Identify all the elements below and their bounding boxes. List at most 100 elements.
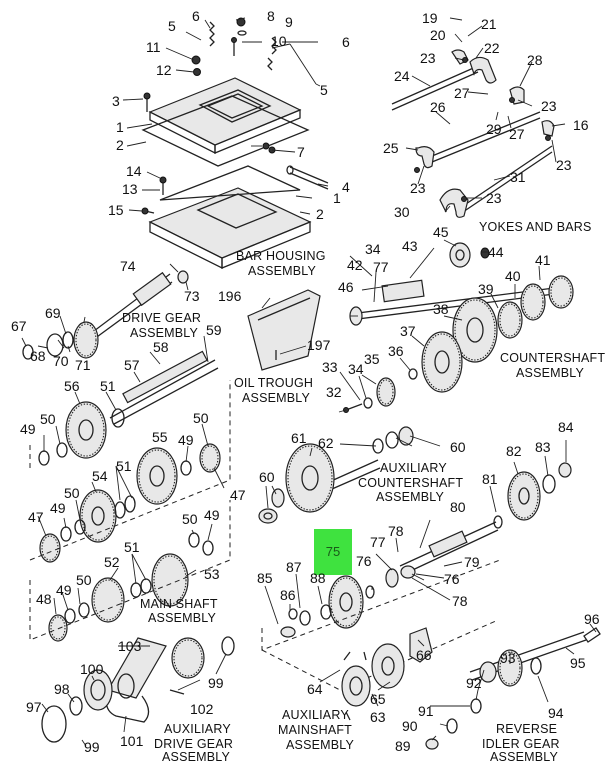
callout-64: 64: [307, 681, 323, 697]
label-aux-drive-gear-2: DRIVE GEAR: [154, 737, 233, 751]
callout-2: 2: [116, 137, 124, 153]
label-yokes-and-bars: YOKES AND BARS: [479, 220, 592, 234]
callout-101: 101: [120, 733, 144, 749]
callout-89: 89: [395, 738, 411, 754]
callout-29: 29: [486, 121, 502, 137]
callout-46: 46: [338, 279, 354, 295]
callout-3: 3: [112, 93, 120, 109]
callout-99: 99: [208, 675, 224, 691]
callout-1: 1: [333, 190, 341, 206]
label-bar-housing-1: BAR HOUSING: [236, 249, 326, 263]
callout-81: 81: [482, 471, 498, 487]
callout-60: 60: [259, 469, 275, 485]
callout-28: 28: [527, 52, 543, 68]
callout-1: 1: [116, 119, 124, 135]
label-aux-drive-gear-1: AUXILIARY: [164, 722, 231, 736]
reverse-idler-gear-assembly: [425, 627, 601, 750]
callout-23: 23: [556, 157, 572, 173]
callout-83: 83: [535, 439, 551, 455]
callout-73: 73: [184, 288, 200, 304]
callout-14: 14: [126, 163, 142, 179]
callout-37: 37: [400, 323, 416, 339]
callout-49: 49: [56, 582, 72, 598]
callout-5: 5: [168, 18, 176, 34]
callout-26: 26: [430, 99, 446, 115]
callout-23: 23: [410, 180, 426, 196]
callout-70: 70: [53, 353, 69, 369]
callout-27: 27: [454, 85, 470, 101]
callout-76: 76: [444, 571, 460, 587]
callout-13: 13: [122, 181, 138, 197]
callout-91: 91: [418, 703, 434, 719]
countershaft-assembly: [343, 242, 574, 413]
callout-99: 99: [84, 739, 100, 755]
callout-6: 6: [192, 8, 200, 24]
callout-49: 49: [50, 500, 66, 516]
callout-97: 97: [26, 699, 42, 715]
callout-21: 21: [481, 16, 497, 32]
cover-plate-upper: [148, 77, 302, 146]
callout-94: 94: [548, 705, 564, 721]
gasket-upper: [141, 95, 310, 167]
callout-86: 86: [280, 587, 296, 603]
label-reverse-idler-3: ASSEMBLY: [490, 750, 559, 761]
callout-79: 79: [464, 554, 480, 570]
callout-10: 10: [271, 33, 287, 49]
callout-34: 34: [348, 361, 364, 377]
label-countershaft-1: COUNTERSHAFT: [500, 351, 605, 365]
highlight-box-part-75[interactable]: [314, 529, 352, 575]
callout-42: 42: [347, 257, 363, 273]
callout-96: 96: [584, 611, 600, 627]
label-main-shaft-1: MAIN SHAFT: [140, 597, 218, 611]
callout-55: 55: [152, 429, 168, 445]
callout-34: 34: [365, 241, 381, 257]
callout-41: 41: [535, 252, 551, 268]
auxiliary-output-shaft: [399, 462, 572, 575]
callout-56: 56: [64, 378, 80, 394]
callout-38: 38: [433, 301, 449, 317]
callout-48: 48: [36, 591, 52, 607]
callout-12: 12: [156, 62, 172, 78]
auxiliary-countershaft-assembly: [258, 426, 414, 524]
callout-58: 58: [153, 339, 169, 355]
callout-35: 35: [364, 351, 380, 367]
callout-45: 45: [433, 224, 449, 240]
callout-67: 67: [11, 318, 27, 334]
callout-51: 51: [124, 539, 140, 555]
label-aux-drive-gear-3: ASSEMBLY: [162, 750, 231, 761]
callout-98: 98: [54, 681, 70, 697]
callout-4: 4: [342, 179, 350, 195]
callout-50: 50: [182, 511, 198, 527]
callout-32: 32: [326, 384, 342, 400]
callout-74: 74: [120, 258, 136, 274]
callout-19: 19: [422, 10, 438, 26]
callout-71: 71: [75, 357, 91, 373]
callout-49: 49: [178, 432, 194, 448]
callout-5: 5: [320, 82, 328, 98]
callout-50: 50: [64, 485, 80, 501]
callout-92: 92: [466, 675, 482, 691]
callout-50: 50: [193, 410, 209, 426]
callout-103: 103: [118, 638, 142, 654]
callout-78: 78: [452, 593, 468, 609]
callout-196: 196: [218, 288, 242, 304]
callout-50: 50: [40, 411, 56, 427]
callout-2: 2: [316, 206, 324, 222]
callout-49: 49: [204, 507, 220, 523]
callout-52: 52: [104, 554, 120, 570]
label-aux-mainshaft-2: MAINSHAFT: [278, 723, 352, 737]
callout-51: 51: [100, 378, 116, 394]
callout-15: 15: [108, 202, 124, 218]
callout-numbers: 6 5 8 9 10 6 11 12 5 3 1 2 7 14 13 4 1 1…: [11, 8, 605, 761]
callout-85: 85: [257, 570, 273, 586]
callout-62: 62: [318, 435, 334, 451]
callout-53: 53: [204, 566, 220, 582]
oil-trough-assembly: [247, 289, 321, 371]
auxiliary-mainshaft-assembly: [341, 627, 433, 721]
label-drive-gear-1: DRIVE GEAR: [122, 311, 201, 325]
callout-80: 80: [450, 499, 466, 515]
callout-51: 51: [116, 458, 132, 474]
callout-23: 23: [420, 50, 436, 66]
callout-63: 63: [370, 709, 386, 725]
